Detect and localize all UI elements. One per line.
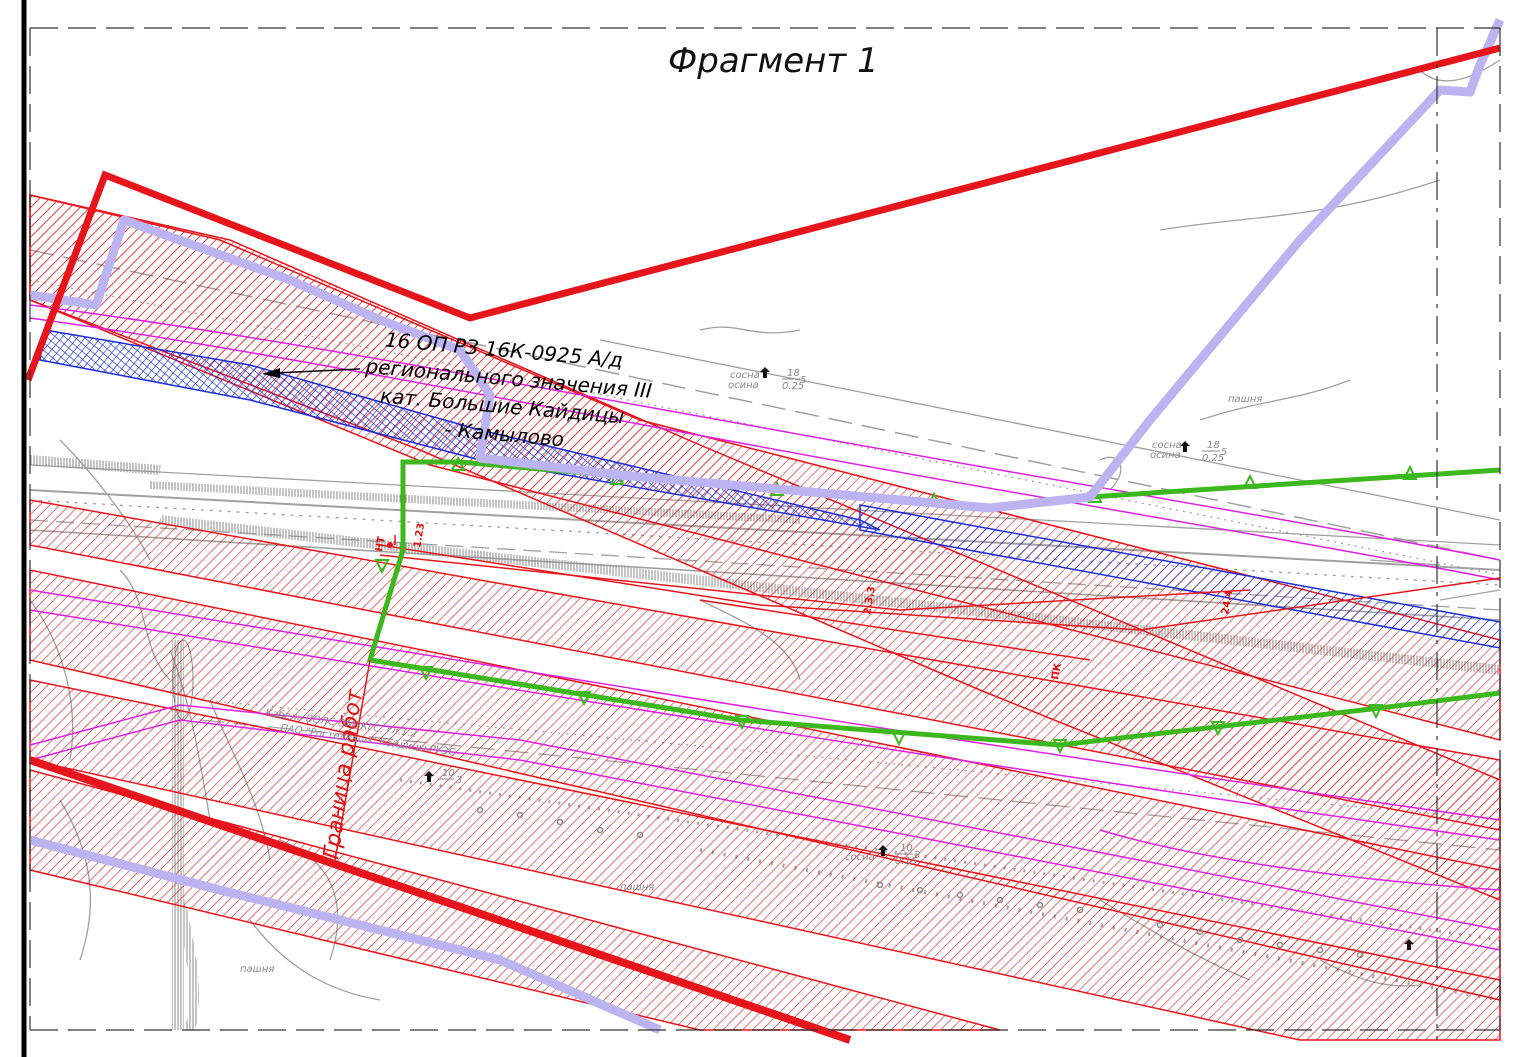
tree-den: 0.25 xyxy=(782,381,804,392)
tree-suffix: 3 xyxy=(456,775,462,786)
tree-icon xyxy=(424,771,434,782)
tree-num: 18 xyxy=(1207,440,1220,451)
tree-icon xyxy=(760,367,770,378)
tree-symbols xyxy=(424,367,1414,950)
picket-label: 2.3.3 xyxy=(862,586,878,616)
work-boundary-line xyxy=(334,535,396,861)
field-label: пашня xyxy=(620,882,654,893)
tree-num: 18 xyxy=(787,368,800,379)
tree-icon xyxy=(1180,441,1190,452)
field-label: пашня xyxy=(1228,394,1262,405)
tree-suffix: 5 xyxy=(1221,447,1227,458)
tree-annotation: сосна осина 18 0.25 5 xyxy=(728,368,806,392)
tree-icon xyxy=(1404,939,1414,950)
picket-point xyxy=(387,542,393,548)
protection-zones xyxy=(29,194,1501,1041)
tree-den: 0.25 xyxy=(1202,453,1224,464)
sheet-frame xyxy=(21,0,1501,1057)
lilac-boundary xyxy=(28,18,1505,1035)
survey-dots xyxy=(476,806,1364,959)
picket-label: 24.4 xyxy=(1220,589,1235,615)
tree-den: 0.15 xyxy=(895,856,917,867)
tree-annotation: 10 3 xyxy=(438,768,462,786)
field-label: пашня xyxy=(240,964,274,975)
picket-label: 1.23 xyxy=(412,522,427,548)
tree-species-2: осина xyxy=(1150,450,1181,461)
tree-species-2: осина xyxy=(728,380,759,391)
tree-species: сосна xyxy=(1152,440,1182,451)
magenta-lines xyxy=(29,304,1501,951)
tree-suffix: 5 xyxy=(800,375,806,386)
picket-label: НТ xyxy=(374,535,388,552)
road-label: 16 ОП РЗ 16К-0925 А/д регионального знач… xyxy=(364,327,653,451)
tree-species: сосна xyxy=(730,370,760,381)
tree-num: 10 xyxy=(442,768,455,779)
survey-lines xyxy=(379,544,1501,661)
map-title: Фрагмент 1 xyxy=(668,41,879,81)
tree-species: сосна xyxy=(845,852,875,863)
tree-icon xyxy=(878,845,888,856)
leader-arrow xyxy=(262,368,361,378)
tree-annotation: сосна 10 0.15 3 xyxy=(845,843,920,867)
tree-suffix: 3 xyxy=(914,850,920,861)
tree-num: 10 xyxy=(900,843,913,854)
protection-zone-lower xyxy=(29,679,1501,1041)
picket-label: ПК xyxy=(1050,662,1064,681)
tree-annotation: сосна осина 18 0.25 5 xyxy=(1150,440,1227,464)
allotment-boundary xyxy=(24,44,1501,1044)
